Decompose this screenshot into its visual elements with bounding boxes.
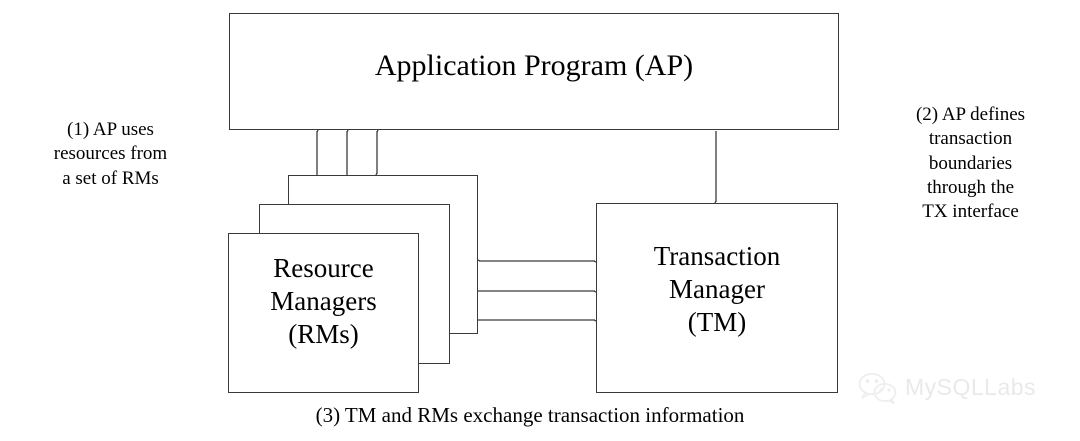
annotation-left: (1) AP uses resources from a set of RMs (53, 119, 168, 189)
watermark: MySQLLabs (858, 365, 1068, 410)
node-label-transaction-manager: Transaction Manager (TM) (653, 241, 781, 337)
node-application-program[interactable] (229, 13, 839, 130)
node-label-application-program: Application Program (AP) (374, 49, 694, 82)
watermark-label: MySQLLabs (905, 374, 1037, 400)
node-transaction-manager[interactable] (596, 203, 838, 393)
annotation-right: (2) AP defines transaction boundaries th… (915, 104, 1026, 223)
node-label-resource-managers: Resource Managers (RMs) (270, 253, 377, 349)
wechat-icon (858, 372, 897, 404)
annotation-bottom-caption: (3) TM and RMs exchange transaction info… (315, 403, 745, 427)
